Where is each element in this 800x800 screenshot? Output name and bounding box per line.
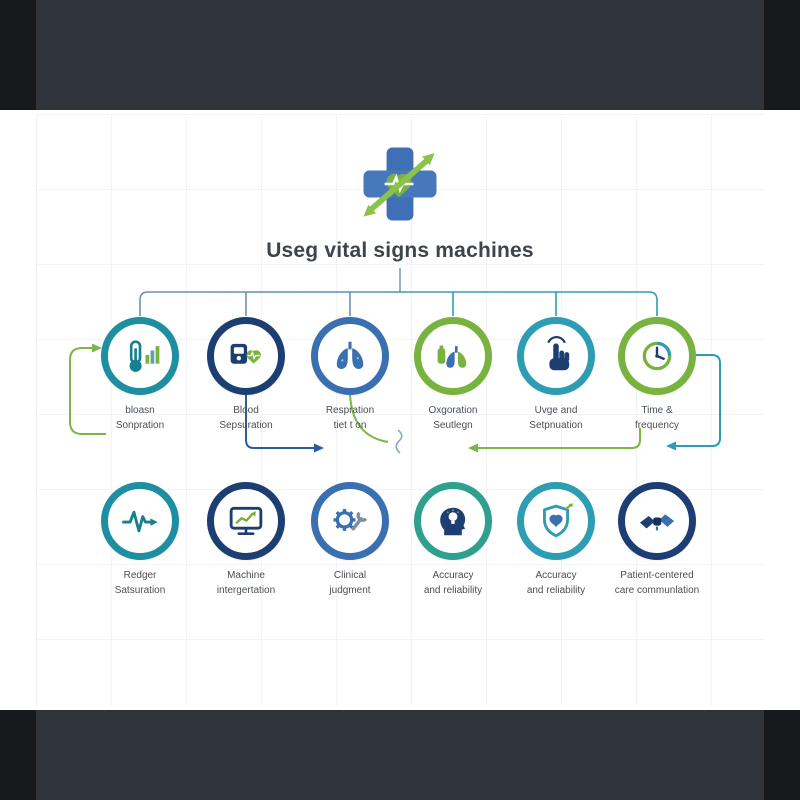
top-right-corner-block <box>764 0 800 110</box>
lungs-icon <box>311 317 389 395</box>
medical-cross-icon <box>352 136 448 232</box>
blood-pressure-monitor-icon <box>207 317 285 395</box>
top-left-corner-block <box>0 0 36 110</box>
heartbeat-pulse-icon <box>101 482 179 560</box>
touch-hand-icon <box>517 317 595 395</box>
page-title: Useg vital signs machines <box>266 239 534 262</box>
oxygen-lungs-icon <box>414 317 492 395</box>
shield-heart-icon <box>517 482 595 560</box>
node-time-frequency: Time &frequency <box>592 317 722 433</box>
head-lightbulb-icon <box>414 482 492 560</box>
bottom-right-corner-block <box>764 710 800 800</box>
monitor-chart-icon <box>207 482 285 560</box>
node-label: Time &frequency <box>635 405 679 431</box>
top-letterbox-bar <box>0 0 800 110</box>
gear-wrench-icon <box>311 482 389 560</box>
bottom-letterbox-bar <box>0 710 800 800</box>
handshake-icon <box>618 482 696 560</box>
bottom-left-corner-block <box>0 710 36 800</box>
thermometer-icon <box>101 317 179 395</box>
clock-icon <box>618 317 696 395</box>
